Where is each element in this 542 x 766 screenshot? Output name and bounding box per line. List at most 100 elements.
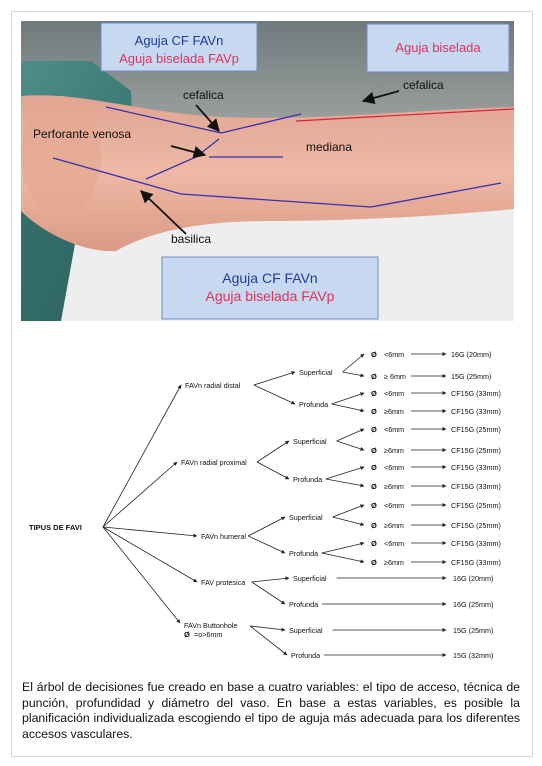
leaf-cond-1-1-1: ≥6mm [384, 482, 404, 491]
leaf-result-0-1-1: CF15G (33mm) [451, 407, 501, 416]
tree-edge-root-4 [102, 526, 181, 624]
leaf-result-2-1-0: CF15G (33mm) [451, 539, 501, 548]
tree-edge-4-0 [249, 625, 286, 632]
leaf-result-0-0-0: 16G (20mm) [451, 350, 491, 359]
leaf-result-3-1: 16G (25mm) [453, 600, 493, 609]
arrow-perforante [170, 145, 207, 159]
leaf-phi-0-0-0: Ø [371, 350, 377, 359]
leaf-cond-2-0-1: ≥6mm [384, 521, 404, 530]
tree-edge-root-2 [102, 526, 198, 538]
tree-edge-0-0-0 [342, 353, 365, 373]
tree-edge-1-0-0 [336, 428, 365, 442]
tree-edge-2-0 [248, 516, 286, 537]
arrow-basilica [140, 190, 187, 235]
branch-label-1: FAVn radial proximal [181, 458, 247, 467]
arrow-cefalica-right [361, 90, 400, 105]
leaf-phi-2-0-0: Ø [371, 501, 377, 510]
leaf-result-0-0-1: 15G (25mm) [451, 372, 491, 381]
basilica-vein-line [52, 157, 502, 208]
tree-edge-1-0-1 [336, 440, 365, 451]
leaf-result-0-1-0: CF15G (33mm) [451, 389, 501, 398]
tree-edge-0-1 [253, 384, 296, 405]
tree-edge-0-0-1 [342, 371, 365, 378]
arrow-cefalica-left [195, 104, 220, 132]
tree-edge-root-0 [102, 384, 182, 528]
leaf-phi-1-1-1: Ø [371, 482, 377, 491]
leaf-phi-0-1-0: Ø [371, 389, 377, 398]
leaf-cond-1-1-0: <6mm [384, 463, 404, 472]
leaf-phi-2-1-1: Ø [371, 558, 377, 567]
tree-edge-3-1 [251, 581, 286, 605]
callout-top-left-line1: Aguja CF FAVn [135, 33, 224, 48]
cefalica-vein-line [105, 106, 302, 134]
tree-edge-0-1-1 [331, 403, 365, 413]
callout-bottom-line2: Aguja biselada FAVp [206, 288, 335, 304]
red-vein-line [295, 108, 514, 122]
leaf-phi-0-0-1: Ø [371, 372, 377, 381]
tree-edge-1-0 [256, 440, 290, 463]
leaf-cond-1-0-0: <6mm [384, 425, 404, 434]
leaf-cond-0-1-0: <6mm [384, 389, 404, 398]
tree-edge-1-1-1 [325, 478, 365, 488]
tree-edge-root-3 [102, 526, 198, 583]
leaf-phi-2-1-0: Ø [371, 539, 377, 548]
branch-phi-4: Ø [184, 630, 190, 639]
leaf-result-2-1-1: CF15G (33mm) [451, 558, 501, 567]
leaf-phi-2-0-1: Ø [371, 521, 377, 530]
leaf-cond-2-1-1: ≥6mm [384, 558, 404, 567]
tree-edge-4-1 [249, 625, 288, 656]
tree-edge-2-0-0 [332, 504, 365, 518]
leaf-cond-0-1-1: ≥6mm [384, 407, 404, 416]
leaf-phi-1-0-1: Ø [371, 446, 377, 455]
branch-label-2: FAVn humeral [201, 532, 246, 541]
leaf-result-4-0: 15G (25mm) [453, 626, 493, 635]
tree-edge-2-1-1 [321, 552, 365, 564]
branch-label-0: FAVn radial distal [185, 381, 241, 390]
figure-caption: El árbol de decisiones fue creado en bas… [22, 680, 520, 741]
callout-top-left: Aguja CF FAVn Aguja biselada FAVp [100, 22, 258, 72]
callout-bottom: Aguja CF FAVn Aguja biselada FAVp [161, 256, 379, 320]
tree-edge-1-1-0 [325, 466, 365, 480]
label-basilica: basilica [171, 232, 211, 246]
leaf-cond-0-0-0: <6mm [384, 350, 404, 359]
child-label-4-1: Profunda [291, 651, 320, 660]
leaf-result-1-1-0: CF15G (33mm) [451, 463, 501, 472]
label-cefalica-left: cefalica [183, 88, 224, 102]
branch-label-4: FAVn Buttonhole [184, 621, 237, 630]
leaf-result-3-0: 16G (20mm) [453, 574, 493, 583]
callout-top-right-line1: Aguja biselada [395, 40, 481, 55]
leaf-phi-1-0-0: Ø [371, 425, 377, 434]
leaf-result-2-0-1: CF15G (25mm) [451, 521, 501, 530]
tree-edge-2-0-1 [332, 516, 365, 527]
leaf-cond-2-1-0: <6mm [384, 539, 404, 548]
child-label-3-0: Superficial [293, 574, 327, 583]
branch-label-3: FAV protesica [201, 578, 245, 587]
child-label-1-1: Profunda [293, 475, 322, 484]
label-mediana: mediana [306, 140, 352, 154]
child-label-3-1: Profunda [289, 600, 318, 609]
child-label-0-0: Superficial [299, 368, 333, 377]
branch-sub-4: =o>6mm [194, 630, 222, 639]
leaf-result-2-0-0: CF15G (25mm) [451, 501, 501, 510]
tree-edge-3-0 [251, 576, 290, 583]
label-cefalica-right: cefalica [403, 78, 444, 92]
leaf-result-1-1-1: CF15G (33mm) [451, 482, 501, 491]
tree-root: TIPUS DE FAVI [29, 523, 82, 532]
child-label-4-0: Superficial [289, 626, 323, 635]
leaf-cond-0-0-1: ≥ 6mm [384, 372, 406, 381]
tree-edge-1-1 [256, 461, 290, 480]
tree-edge-2-1 [248, 535, 286, 554]
leaf-result-1-0-0: CF15G (25mm) [451, 425, 501, 434]
child-label-2-1: Profunda [289, 549, 318, 558]
arm [21, 95, 514, 252]
leaf-result-4-1: 15G (32mm) [453, 651, 493, 660]
arm-photo: cefalica cefalica Perforante venosa medi… [21, 21, 514, 321]
leaf-cond-1-0-1: ≥6mm [384, 446, 404, 455]
tree-edge-0-1-0 [331, 392, 365, 405]
leaf-phi-1-1-0: Ø [371, 463, 377, 472]
label-perforante: Perforante venosa [33, 127, 131, 141]
callout-top-left-line2: Aguja biselada FAVp [119, 51, 239, 66]
tree-edge-2-1-0 [321, 541, 365, 554]
tree-edge-0-0 [253, 371, 296, 386]
